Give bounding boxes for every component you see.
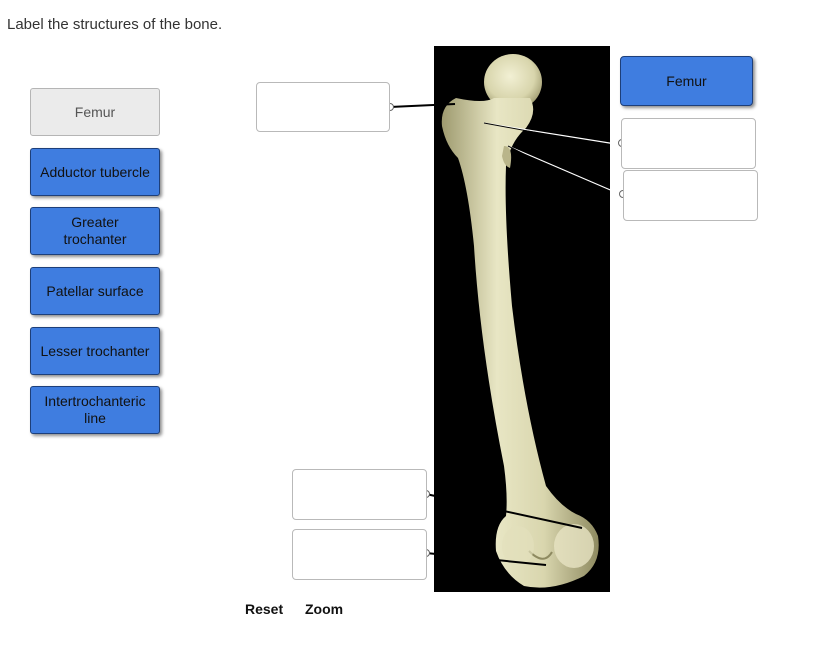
reset-button[interactable]: Reset — [245, 601, 284, 617]
label-intertrochanteric-line[interactable]: Intertrochanteric line — [30, 386, 160, 434]
drop-target-4[interactable] — [623, 170, 758, 221]
label-patellar-surface[interactable]: Patellar surface — [30, 267, 160, 315]
femur-image — [434, 46, 610, 592]
drop-target-5[interactable] — [292, 469, 427, 520]
femur-illustration — [441, 54, 599, 588]
zoom-button[interactable]: Zoom — [305, 601, 344, 617]
drop-target-2[interactable]: Femur — [620, 56, 753, 106]
instruction-text: Label the structures of the bone. — [7, 16, 223, 33]
drop-target-1[interactable] — [256, 82, 390, 132]
drop-target-6[interactable] — [292, 529, 427, 580]
label-greater-trochanter[interactable]: Greater trochanter — [30, 207, 160, 255]
drop-target-3[interactable] — [621, 118, 756, 169]
label-lesser-trochanter[interactable]: Lesser trochanter — [30, 327, 160, 375]
label-adductor-tubercle[interactable]: Adductor tubercle — [30, 148, 160, 196]
label-femur[interactable]: Femur — [30, 88, 160, 136]
